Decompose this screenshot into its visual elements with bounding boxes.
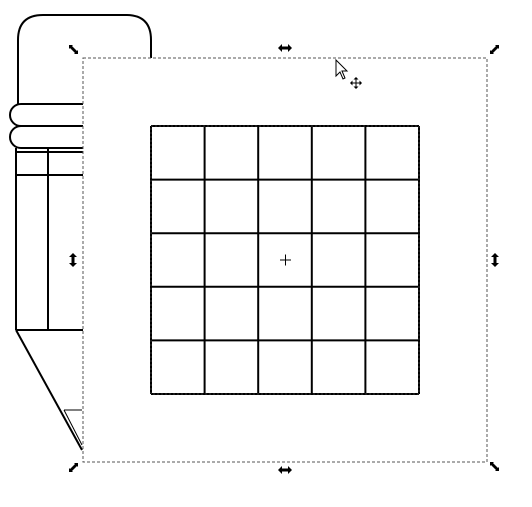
vertical-arrow-icon [491,253,499,267]
scale-handle-left[interactable] [69,253,77,267]
pencil-tip-edge [15,329,83,451]
horizontal-arrow-icon [278,44,292,52]
scale-handle-bottom-left[interactable] [69,463,78,472]
horizontal-arrow-icon [278,466,292,474]
selection-bounding-box [82,57,488,463]
grid-dashed-bbox [150,125,420,395]
scale-handle-top[interactable] [278,44,292,52]
scale-handle-top-left[interactable] [69,45,78,54]
move-icon [350,77,362,89]
arrow-pointer-icon [335,58,349,80]
diagonal-arrow-icon [490,462,499,471]
scale-handle-right[interactable] [491,253,499,267]
diagonal-arrow-icon [69,45,78,54]
background-pencil-drawing[interactable] [9,14,152,451]
vertical-arrow-icon [69,253,77,267]
mouse-cursor [335,58,362,89]
scale-handle-top-right[interactable] [490,45,499,54]
pencil-eraser-cap [17,14,152,106]
diagonal-arrow-icon [69,463,78,472]
rotation-center-crosshair[interactable] [280,254,291,266]
scale-handle-bottom-right[interactable] [490,462,499,471]
scale-handle-bottom[interactable] [278,466,292,474]
pencil-tip-lead [63,409,83,446]
diagonal-arrow-icon [490,45,499,54]
